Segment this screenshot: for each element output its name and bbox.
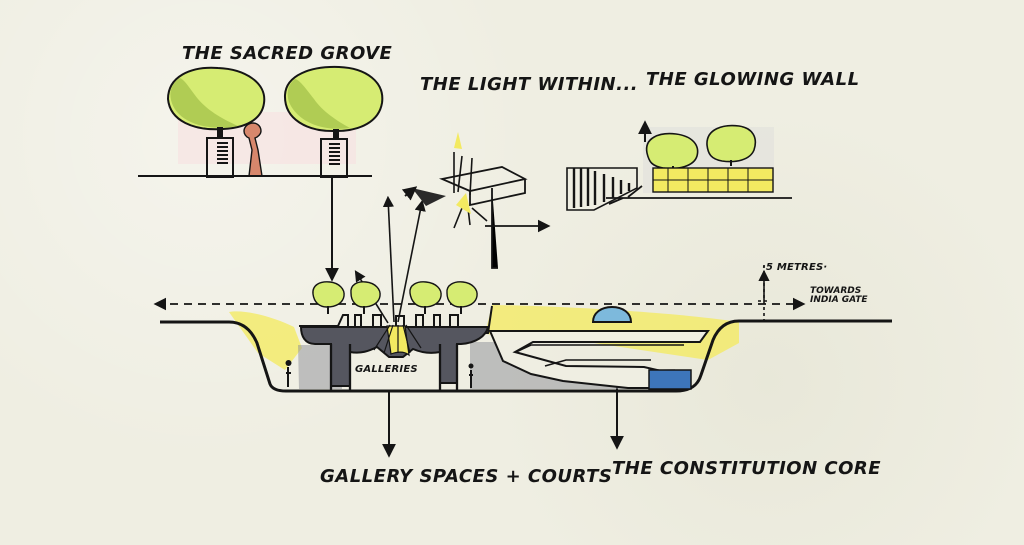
light-within-lower-hatch bbox=[412, 188, 446, 206]
light-within-left-arrow bbox=[401, 186, 418, 201]
main-section-person-center bbox=[469, 370, 473, 388]
glowing-wall-screen-hatch bbox=[572, 168, 631, 208]
courtyard-light-ray-center bbox=[382, 195, 395, 323]
main-section-ground-line bbox=[160, 319, 892, 393]
main-section-gray-wash bbox=[298, 342, 677, 389]
label-constitution-core: THE CONSTITUTION CORE bbox=[612, 458, 882, 479]
sacred-tree-right-plinth-hatch bbox=[329, 143, 340, 165]
main-section-tree-row-canopy-1 bbox=[312, 281, 345, 308]
glowing-wall-screen bbox=[566, 167, 638, 211]
main-section-tree-row-canopy-2 bbox=[350, 281, 381, 308]
main-section-gallery-roof-fill bbox=[299, 326, 490, 387]
light-to-gallery-arrow bbox=[491, 188, 498, 269]
glowing-wall-planter-right bbox=[706, 124, 757, 163]
light-within-skylight-side bbox=[469, 179, 526, 207]
glowing-wall-ground bbox=[606, 185, 792, 205]
sacred-tree-left-shadow bbox=[170, 78, 238, 128]
main-section-person-left bbox=[286, 367, 291, 387]
main-section-water-tank bbox=[648, 369, 692, 390]
sacred-tree-left-plinth-hatch bbox=[217, 142, 228, 164]
label-galleries: GALLERIES bbox=[355, 364, 418, 375]
sacred-grove-vignette bbox=[138, 65, 384, 178]
sacred-tree-left-trunk bbox=[217, 127, 223, 139]
main-section-column-right bbox=[438, 344, 459, 390]
light-within-vignette bbox=[401, 132, 528, 229]
main-section-tree-row-trunks bbox=[327, 306, 462, 314]
label-metres: ·5 METRES· bbox=[762, 262, 828, 273]
light-within-glow bbox=[454, 132, 471, 214]
glowing-wall-planter-left bbox=[645, 132, 699, 170]
glowing-wall-grid bbox=[653, 168, 773, 192]
main-section-atrium-light-lines bbox=[373, 324, 422, 354]
light-within-ray-lines bbox=[453, 152, 488, 229]
main-section-person-left-head bbox=[285, 360, 292, 366]
sacred-tree-right-shadow bbox=[287, 79, 350, 129]
main-section-person-center-head bbox=[468, 363, 474, 369]
label-glowing-wall: THE GLOWING WALL bbox=[646, 69, 860, 90]
label-sacred-grove: THE SACRED GROVE bbox=[182, 43, 393, 64]
label-gallery-spaces-courts: GALLERY SPACES + COURTS bbox=[320, 466, 613, 487]
main-section-tree-row-canopy-4 bbox=[446, 281, 478, 308]
glowing-wall-vignette bbox=[566, 120, 792, 211]
label-towards-india-gate: TOWARDS INDIA GATE bbox=[810, 286, 868, 306]
main-section-tree-row-canopy-3 bbox=[409, 281, 442, 308]
main-section-core-ramp-inner bbox=[515, 344, 684, 367]
sacred-tree-right-trunk bbox=[333, 129, 339, 140]
main-section bbox=[153, 265, 892, 393]
main-section-dome bbox=[591, 305, 633, 323]
main-section-column-left bbox=[329, 344, 352, 390]
label-light-within: THE LIGHT WITHIN... bbox=[420, 74, 639, 95]
